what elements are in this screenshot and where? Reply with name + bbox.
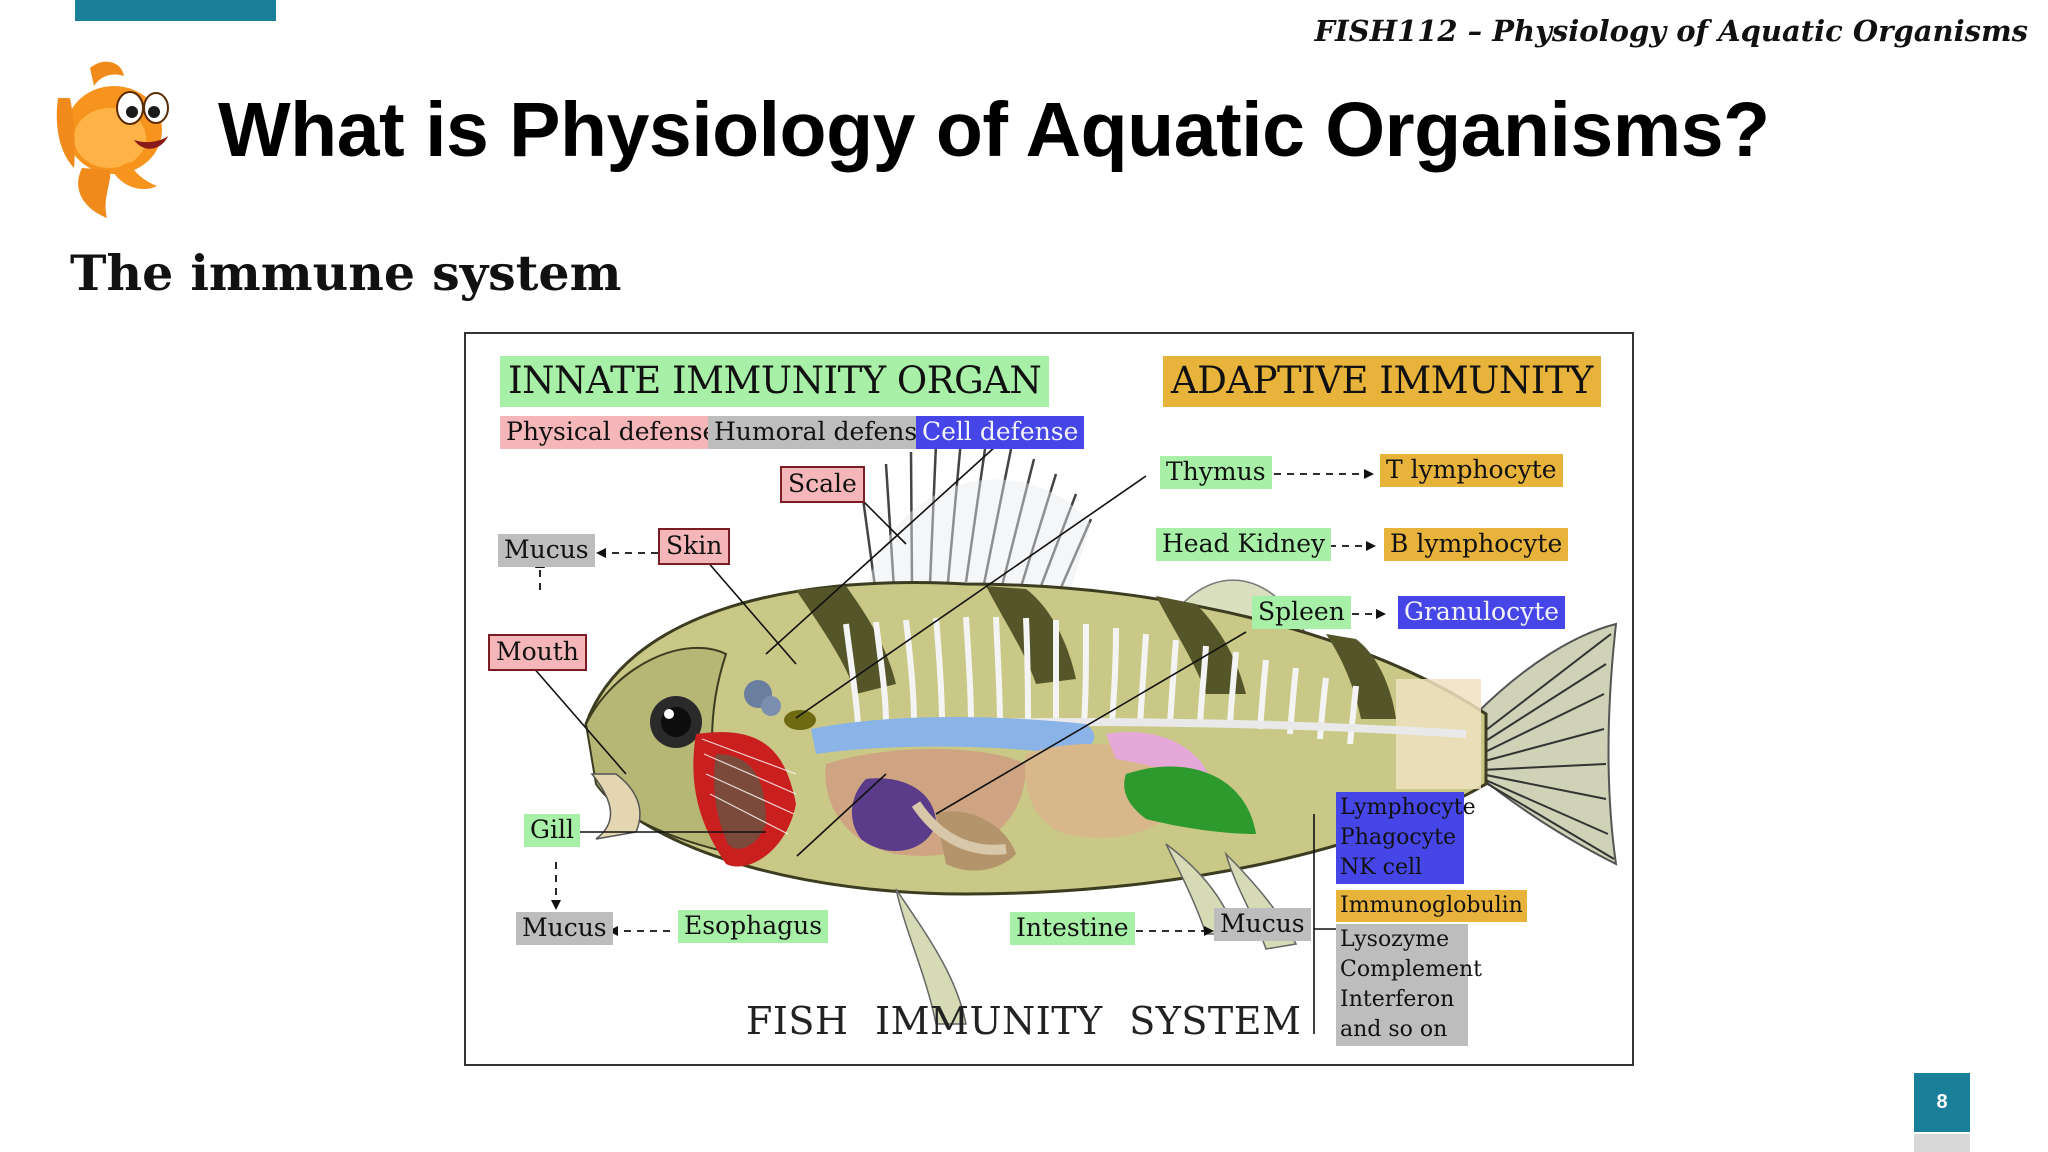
label-thymus: Thymus <box>1160 456 1272 489</box>
label-b-lymphocyte: B lymphocyte <box>1384 528 1569 561</box>
top-accent-bar <box>75 0 276 21</box>
label-mouth: Mouth <box>488 634 587 671</box>
legend-physical-defense: Physical defense <box>500 416 724 449</box>
figure-caption: FISH IMMUNITY SYSTEM <box>746 999 1302 1043</box>
label-head-kidney: Head Kidney <box>1156 528 1332 561</box>
humoral-item: Interferon <box>1340 987 1455 1012</box>
label-scale: Scale <box>780 466 865 503</box>
label-gill: Gill <box>524 814 580 847</box>
label-spleen: Spleen <box>1252 596 1351 629</box>
label-granulocyte: Granulocyte <box>1398 596 1566 629</box>
fish-immunity-diagram: INNATE IMMUNITY ORGAN ADAPTIVE IMMUNITY … <box>464 332 1634 1066</box>
label-mucus-top: Mucus <box>498 534 595 567</box>
page-number-footer <box>1914 1134 1970 1152</box>
course-name: FISH112 – Physiology of Aquatic Organism… <box>1314 14 2028 48</box>
page-number: 8 <box>1914 1073 1970 1132</box>
label-immunoglobulin: Immunoglobulin <box>1336 890 1527 922</box>
slide-title: What is Physiology of Aquatic Organisms? <box>218 87 1770 173</box>
humoral-item: Complement <box>1340 957 1482 982</box>
label-t-lymphocyte: T lymphocyte <box>1380 454 1563 487</box>
legend-humoral-defense: Humoral defense <box>708 416 939 449</box>
goldfish-logo-icon <box>52 58 182 223</box>
cell-defense-list: Lymphocyte Phagocyte NK cell <box>1336 792 1476 884</box>
humoral-item: Lysozyme <box>1340 927 1450 952</box>
adaptive-immunity-heading: ADAPTIVE IMMUNITY <box>1163 356 1601 407</box>
label-esophagus: Esophagus <box>678 910 829 943</box>
label-mucus-bottom: Mucus <box>516 912 613 945</box>
label-intestine: Intestine <box>1010 912 1135 945</box>
innate-immunity-heading: INNATE IMMUNITY ORGAN <box>500 356 1050 407</box>
slide-subtitle: The immune system <box>70 244 622 302</box>
label-skin: Skin <box>658 528 731 565</box>
humoral-item: and so on <box>1340 1017 1448 1042</box>
label-mucus-right: Mucus <box>1214 908 1311 941</box>
cell-item: Lymphocyte <box>1340 795 1476 820</box>
humoral-factor-list: Lysozyme Complement Interferon and so on <box>1336 924 1482 1046</box>
legend-cell-defense: Cell defense <box>916 416 1085 449</box>
fish-illustration <box>531 439 1618 1034</box>
cell-item: Phagocyte <box>1340 825 1457 850</box>
cell-item: NK cell <box>1340 855 1423 880</box>
